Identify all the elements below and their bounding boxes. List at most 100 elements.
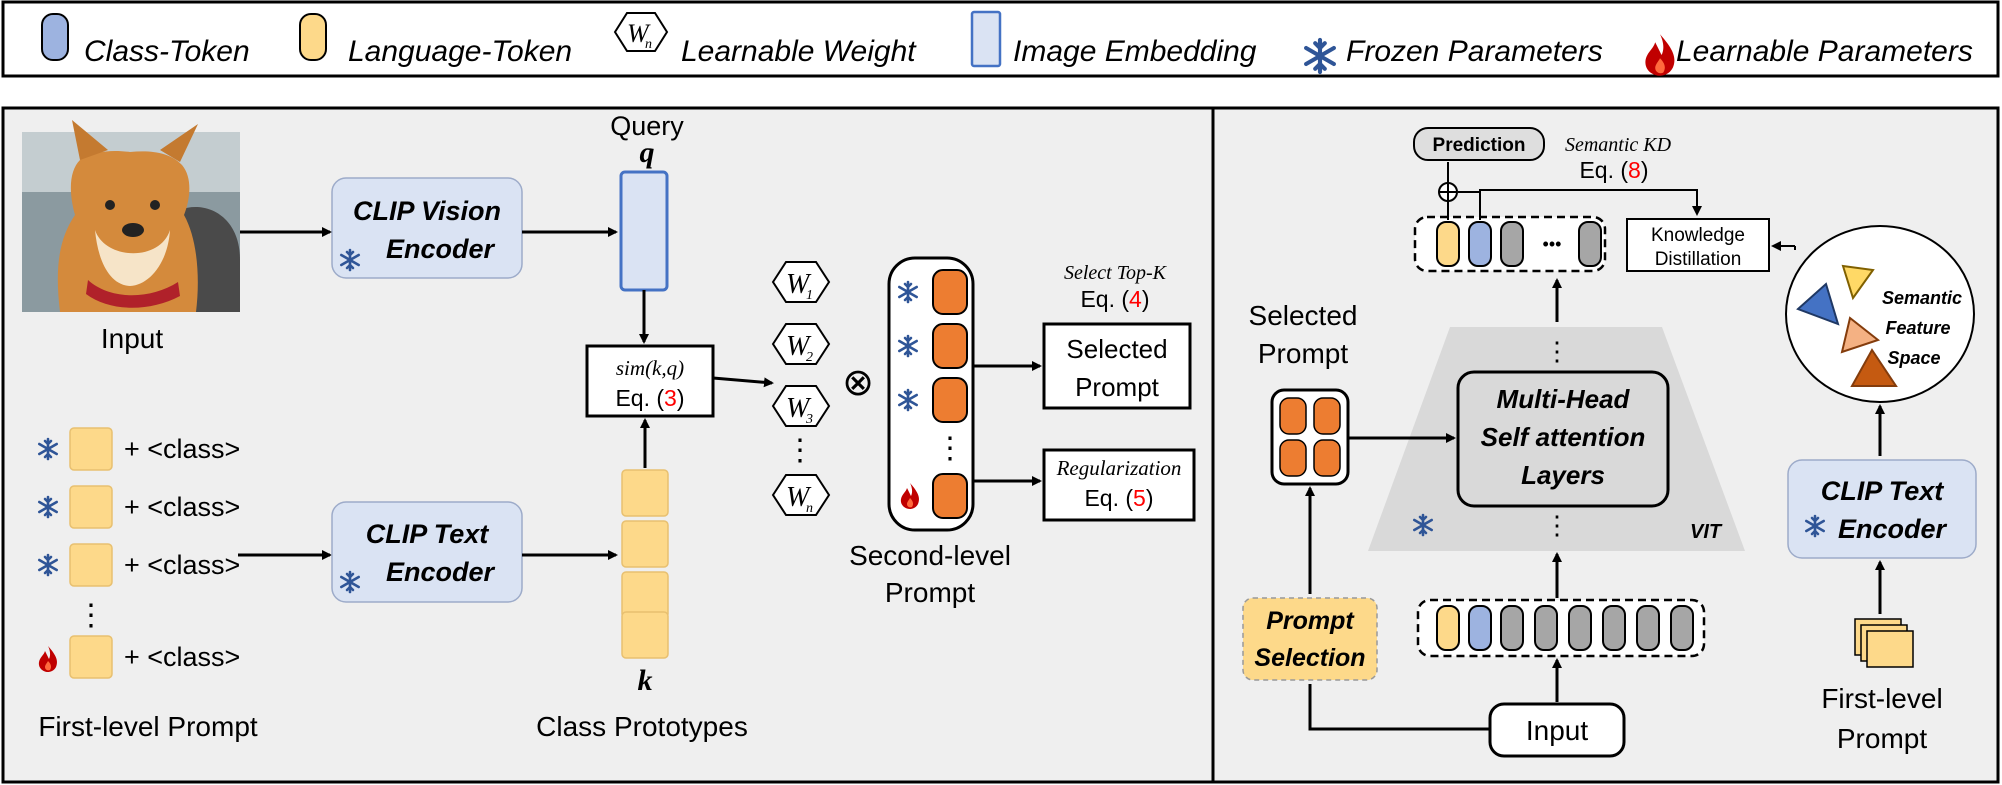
svg-text:⋮: ⋮ (1544, 336, 1570, 366)
svg-text:CLIP Vision: CLIP Vision (353, 196, 501, 226)
language-token-icon (299, 13, 327, 61)
svg-text:2: 2 (806, 350, 813, 365)
input-dog-image (22, 120, 240, 312)
svg-text:Distillation: Distillation (1655, 249, 1742, 270)
legend-image-embedding: Image Embedding (1013, 35, 1257, 68)
svg-text:W: W (627, 19, 651, 48)
svg-text:Multi-Head: Multi-Head (1497, 384, 1631, 414)
weight-hexagon-icon: W n (613, 12, 669, 52)
svg-text:Encoder: Encoder (386, 557, 496, 587)
triangle-brown-icon (1850, 348, 1898, 387)
prompt-selection-box: Prompt Selection (1242, 597, 1378, 681)
class-prototypes-label: Class Prototypes (536, 711, 748, 742)
query-label: Query (610, 111, 684, 141)
vit-label: VIT (1690, 521, 1723, 543)
svg-text:Layers: Layers (1521, 460, 1605, 490)
svg-text:⋮: ⋮ (785, 434, 815, 467)
legend-language-token: Language-Token (348, 35, 572, 68)
right-panel: Prediction Semantic KD Eq. (8) ••• Knowl… (1211, 106, 2000, 784)
svg-text:n: n (645, 37, 652, 52)
svg-text:Regularization: Regularization (1056, 456, 1182, 480)
mhsa-box: Multi-Head Self attention Layers (1456, 370, 1670, 508)
svg-text:+ <class>: + <class> (124, 550, 240, 580)
knowledge-distillation-box: Knowledge Distillation (1626, 218, 1770, 272)
svg-text:CLIP Text: CLIP Text (366, 519, 490, 549)
first-level-prompt-label: First-level Prompt (38, 711, 258, 742)
query-embedding (619, 170, 669, 292)
svg-text:Space: Space (1887, 348, 1940, 368)
clip-text-encoder: CLIP Text Encoder (331, 501, 523, 603)
svg-text:•••: ••• (1543, 234, 1562, 254)
svg-text:W: W (786, 393, 812, 424)
prediction-box (1413, 127, 1545, 161)
svg-text:Prompt: Prompt (1266, 607, 1355, 635)
legend-class-token: Class-Token (84, 35, 250, 68)
image-embedding-icon (970, 10, 1002, 68)
triangle-blue-icon (1796, 282, 1840, 326)
triangle-yellow-icon (1841, 264, 1875, 301)
legend-learnable-parameters: Learnable Parameters (1676, 35, 1973, 68)
svg-text:CLIP Text: CLIP Text (1821, 476, 1945, 506)
svg-text:Eq. (3): Eq. (3) (615, 385, 684, 411)
svg-text:Eq. (5): Eq. (5) (1084, 485, 1153, 511)
left-panel: Input CLIP Vision Encoder Query q sim(k,… (1, 106, 1215, 784)
right-selected-prompt-label-1: Selected (1249, 300, 1358, 331)
svg-text:W: W (786, 269, 812, 300)
svg-text:Self attention: Self attention (1481, 422, 1646, 452)
arrow-sim-to-weights (712, 376, 774, 388)
svg-text:Knowledge: Knowledge (1651, 225, 1745, 246)
svg-text:W: W (786, 331, 812, 362)
clip-vision-encoder: CLIP Vision Encoder (331, 177, 523, 279)
svg-text:+ <class>: + <class> (124, 492, 240, 522)
semantic-feature-space: Semantic Feature Space (1785, 225, 1975, 403)
class-token-icon (41, 13, 69, 61)
svg-text:+ <class>: + <class> (124, 434, 240, 464)
svg-text:W: W (786, 482, 812, 513)
select-topk-label: Select Top-K (1064, 262, 1168, 284)
semantic-kd-eq: Eq. (8) (1579, 157, 1648, 183)
second-level-prompt-label-2: Prompt (885, 577, 975, 608)
svg-text:⋮: ⋮ (935, 432, 965, 465)
semantic-kd-label: Semantic KD (1565, 134, 1672, 156)
legend-learnable-weight: Learnable Weight (681, 35, 917, 68)
similarity-box: sim(k,q) Eq. (3) (585, 344, 715, 418)
svg-text:⋮: ⋮ (76, 599, 106, 632)
learnable-weights: W 1 W 2 W 3 ⋮ W n (771, 261, 831, 516)
right-first-level-label-1: First-level (1821, 683, 1942, 714)
svg-text:Encoder: Encoder (1838, 514, 1948, 544)
first-level-prompt-list: + <class> + <class> + <class> ⋮ + <class… (37, 427, 240, 679)
svg-text:+ <class>: + <class> (124, 642, 240, 672)
second-level-prompt-label-1: Second-level (849, 540, 1011, 571)
svg-text:Input: Input (1526, 715, 1588, 746)
right-input-box: Input (1488, 702, 1626, 758)
line-input-to-selection (1308, 684, 1489, 731)
svg-text:n: n (806, 501, 813, 516)
input-token-row (1416, 598, 1706, 658)
prediction-label: Prediction (1433, 135, 1526, 156)
svg-text:Feature: Feature (1885, 318, 1950, 338)
svg-text:Selection: Selection (1254, 644, 1365, 672)
svg-text:1: 1 (806, 288, 813, 303)
svg-text:Prompt: Prompt (1075, 372, 1160, 402)
k-symbol: k (638, 664, 653, 697)
svg-text:Semantic: Semantic (1882, 288, 1962, 308)
regularization-box: Regularization Eq. (5) (1042, 448, 1196, 522)
right-clip-text-encoder: CLIP Text Encoder (1787, 459, 1977, 559)
right-selected-prompt-label-2: Prompt (1258, 338, 1348, 369)
selected-prompt-box: Selected Prompt (1042, 322, 1192, 410)
right-first-level-label-2: Prompt (1837, 723, 1927, 754)
class-prototypes: ⋮ (621, 469, 669, 659)
first-level-prompt-stack (1854, 618, 1914, 668)
legend-frozen-parameters: Frozen Parameters (1346, 35, 1603, 68)
query-symbol: q (640, 136, 655, 169)
svg-text:sim(k,q): sim(k,q) (616, 356, 684, 380)
select-topk-eq: Eq. (4) (1080, 286, 1149, 312)
second-level-prompt: ⋮ (887, 256, 975, 532)
selected-prompt-grid (1270, 388, 1350, 486)
svg-text:⋮: ⋮ (1544, 510, 1570, 540)
output-token-row: ••• (1413, 215, 1607, 273)
input-label: Input (101, 323, 163, 354)
svg-text:Encoder: Encoder (386, 234, 496, 264)
svg-text:Selected: Selected (1066, 334, 1167, 364)
legend-bar: Class-Token Language-Token W n Learnable… (1, 0, 2000, 78)
